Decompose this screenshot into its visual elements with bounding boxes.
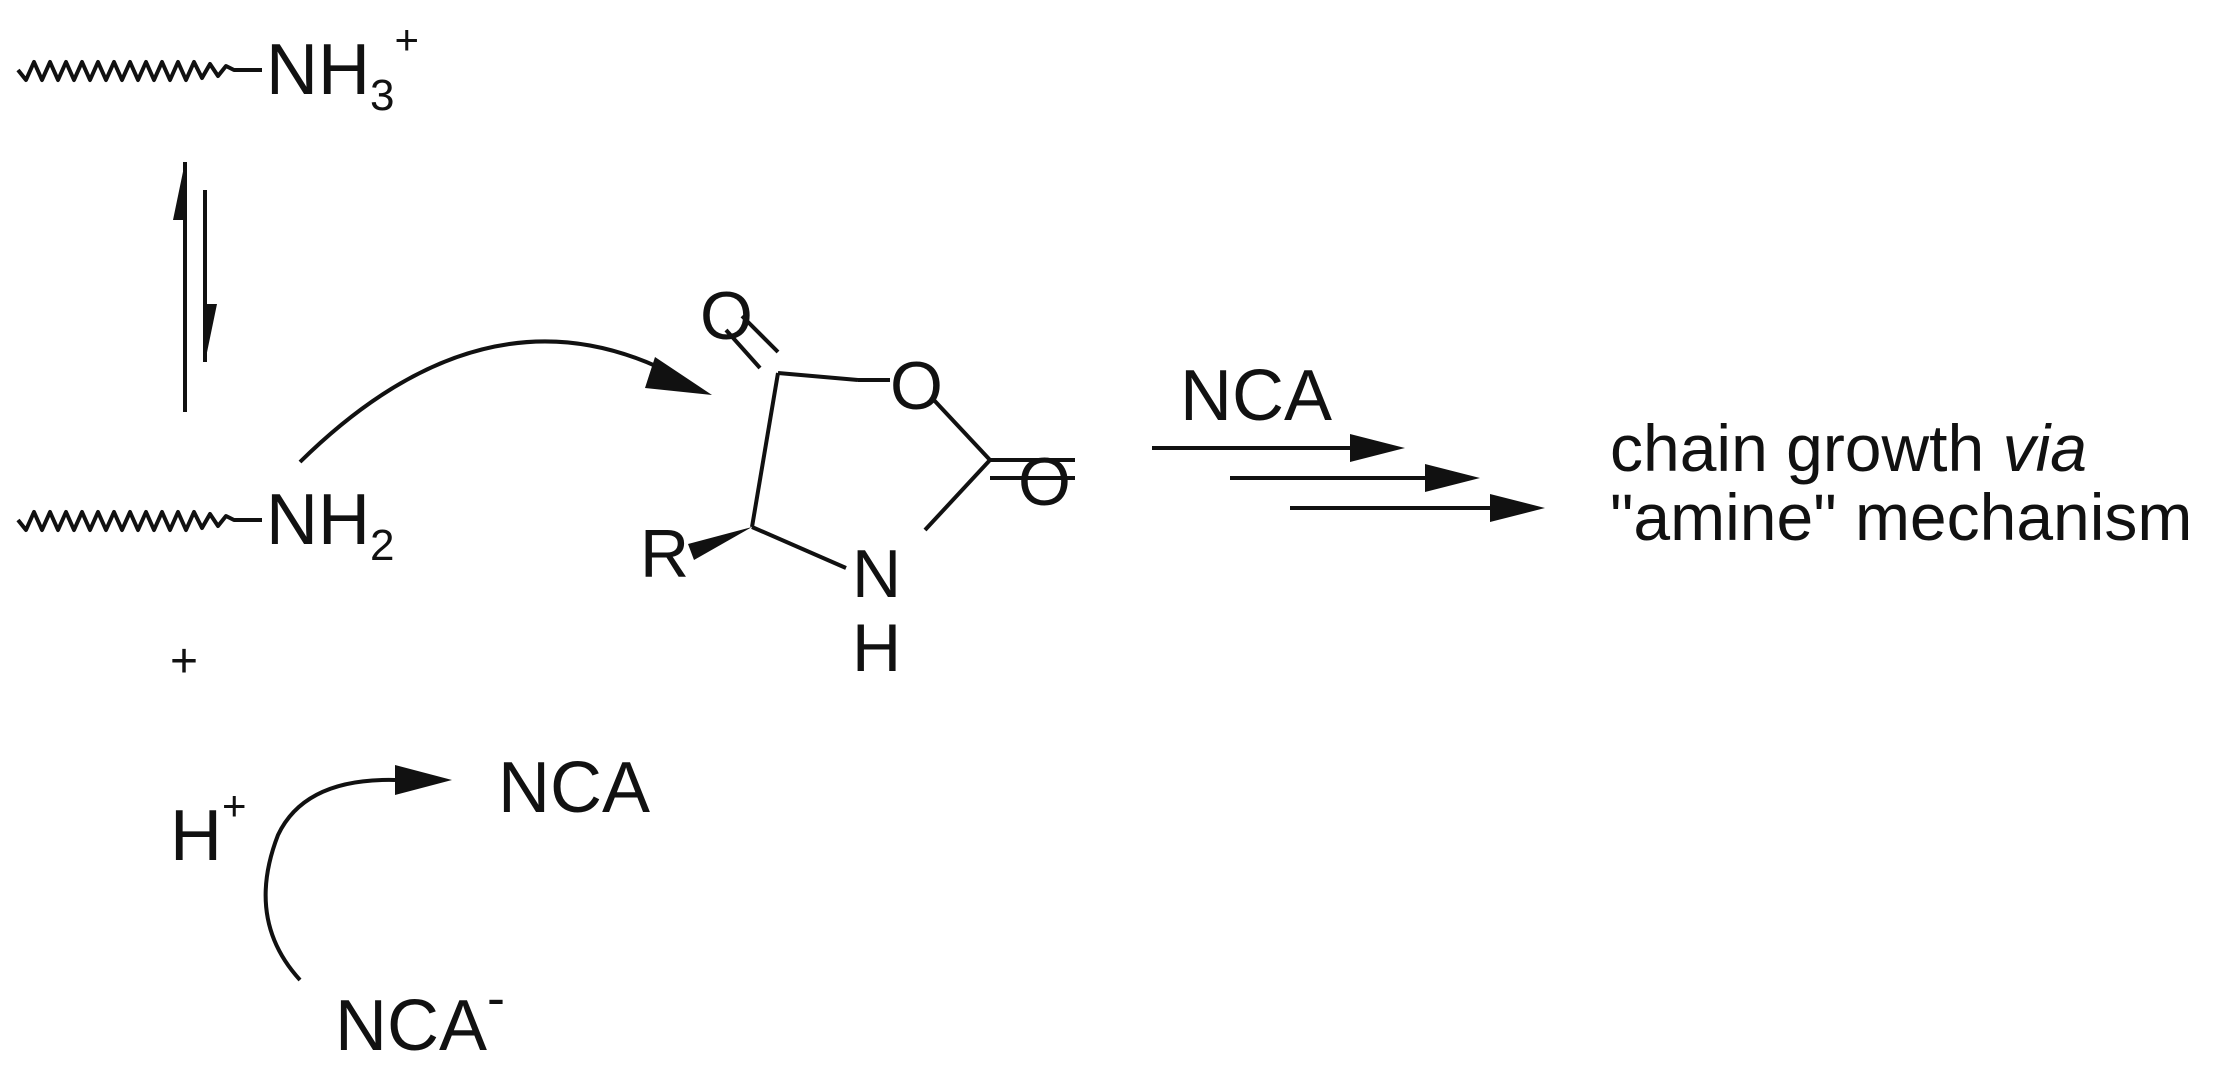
equilibrium-arrows bbox=[173, 162, 217, 412]
nca-ring-structure bbox=[724, 314, 1075, 570]
nca-anion-symbol: NCA bbox=[335, 986, 488, 1066]
ammonium-charge: + bbox=[394, 16, 420, 63]
nca-nh-hydrogen: H bbox=[852, 610, 902, 686]
nca-label-reprotonated: NCA bbox=[498, 748, 651, 828]
nca-ring-oxygen: O bbox=[890, 348, 943, 424]
outcome-line-1: chain growth via bbox=[1610, 411, 2192, 485]
plus-sign: + bbox=[170, 635, 199, 688]
ammonium-group: NH3 + bbox=[266, 19, 419, 118]
outcome-line-1-text: chain growth bbox=[1610, 411, 2003, 485]
nca-anion-charge: - bbox=[487, 968, 505, 1028]
proton-symbol: H bbox=[170, 796, 222, 876]
proton-charge: + bbox=[222, 782, 247, 829]
polymer-chain-amine bbox=[16, 510, 262, 532]
polymer-chain-ammonium bbox=[16, 60, 262, 82]
ammonium-subscript: 3 bbox=[370, 71, 395, 120]
nca-nitrogen: N bbox=[852, 536, 902, 612]
deprotonation-arrow bbox=[263, 777, 396, 982]
outcome-line-1-italic: via bbox=[2002, 411, 2087, 485]
amine-group-text: NH bbox=[266, 480, 370, 560]
amine-subscript: 2 bbox=[370, 521, 395, 570]
outcome-line-2: "amine" mechanism bbox=[1610, 480, 2193, 555]
wedge-bond bbox=[688, 527, 752, 560]
proton: H+ bbox=[170, 785, 247, 873]
ammonium-group-text: NH bbox=[266, 30, 370, 110]
nca-carbonyl-oxygen-right: O bbox=[1018, 444, 1071, 520]
nucleophilic-attack-arrow bbox=[298, 339, 681, 464]
nca-reagent-label: NCA bbox=[1180, 356, 1333, 436]
chain-growth-arrows bbox=[1152, 434, 1545, 522]
nca-carbonyl-oxygen-top: O bbox=[700, 278, 753, 354]
nca-anion: NCA- bbox=[335, 971, 505, 1062]
chain-growth-outcome: chain growth via "amine" mechanism bbox=[1610, 411, 2193, 555]
nca-r-group: R bbox=[640, 516, 690, 592]
amine-group: NH2 bbox=[266, 484, 394, 568]
